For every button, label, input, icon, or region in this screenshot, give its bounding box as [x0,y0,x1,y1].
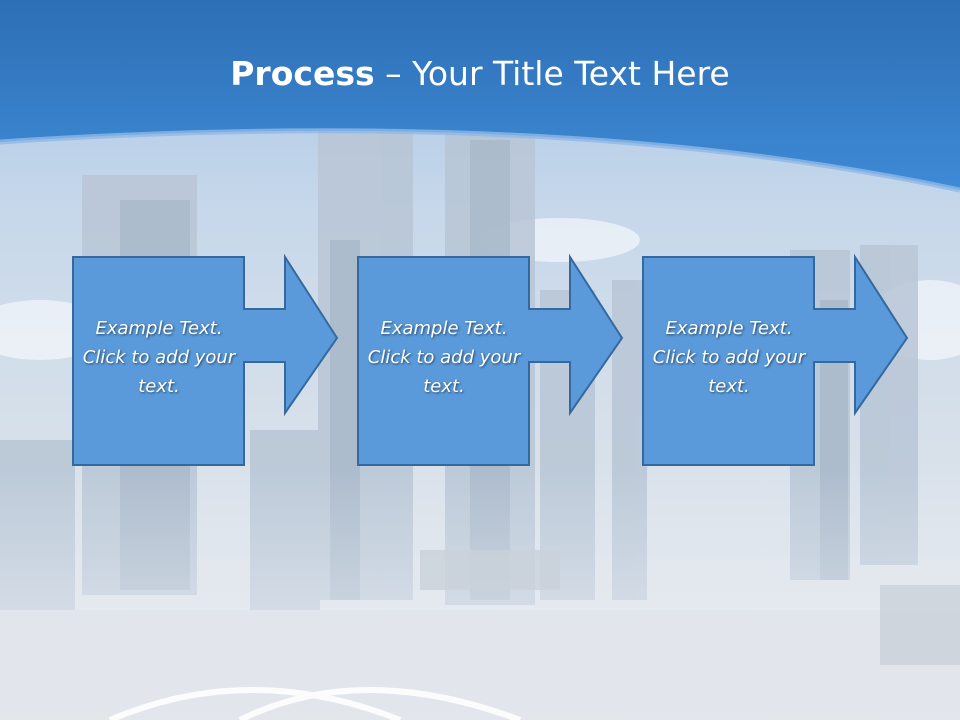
process-step-3[interactable]: Example Text. Click to add your text. [642,253,960,468]
title-rest: – Your Title Text Here [374,54,730,93]
step-text: Example Text. Click to add your text. [652,318,806,397]
title-bold: Process [230,54,375,93]
slide-title[interactable]: Process – Your Title Text Here [0,52,960,96]
step-text: Example Text. Click to add your text. [82,318,236,397]
step-text: Example Text. Click to add your text. [367,318,521,397]
process-step-1[interactable]: Example Text. Click to add your text. [72,253,416,468]
process-step-2[interactable]: Example Text. Click to add your text. [357,253,701,468]
arrow-box-shape [357,253,624,466]
arrow-box-shape [642,253,909,466]
arrow-box-shape [72,253,339,466]
